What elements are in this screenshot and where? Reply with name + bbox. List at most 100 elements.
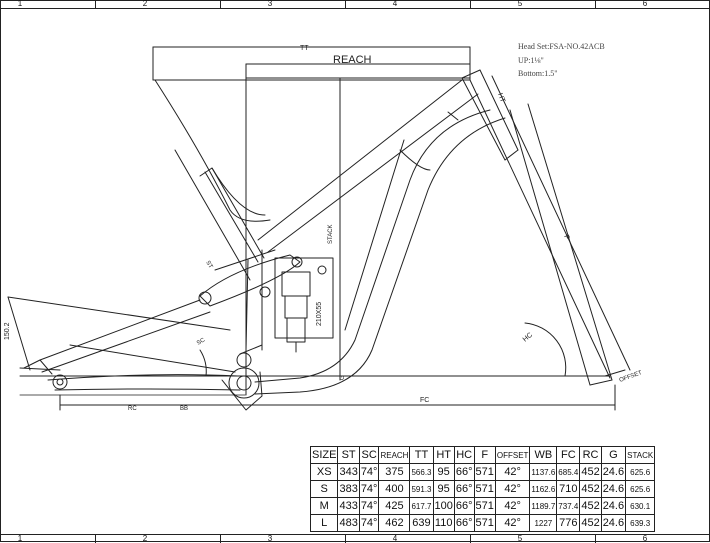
reach-dimension: [245, 63, 471, 396]
table-cell: 452: [579, 514, 602, 532]
f-label: F: [562, 234, 570, 241]
table-cell: 66°: [453, 463, 475, 481]
zone-label: 1: [17, 0, 23, 8]
table-cell: 571: [473, 480, 496, 498]
ruler-tick: [345, 0, 346, 8]
table-row: XS 343 74° 375 566.3 95 66° 571 42° 1137…: [309, 463, 656, 481]
table-cell: 625.6: [625, 480, 656, 498]
bottom-bracket: [221, 344, 263, 411]
rear-shock: [274, 256, 334, 353]
head-angle-arc: [524, 322, 567, 377]
table-cell: M: [309, 497, 339, 515]
table-cell: 571: [473, 514, 496, 532]
zone-label: 3: [267, 534, 273, 543]
table-header: FC: [556, 446, 581, 464]
table-header: TT: [409, 446, 434, 464]
ht-label: HT: [496, 92, 506, 104]
table-cell: 42°: [494, 480, 531, 498]
zone-label: 5: [517, 534, 523, 543]
ruler-tick: [470, 535, 471, 543]
table-header: STACK: [625, 446, 656, 464]
headset-note-line: Head Set:FSA-NO.42ACB: [518, 42, 605, 51]
table-cell: 566.3: [409, 463, 434, 481]
table-cell: 571: [473, 497, 496, 515]
table-header-row: SIZE ST SC REACH TT HT HC F OFFSET WB FC…: [309, 446, 656, 464]
table-cell: 24.6: [600, 480, 627, 498]
table-cell: 483: [337, 514, 360, 532]
table-cell: 425: [378, 497, 411, 515]
rocker-link: [198, 249, 301, 307]
table-header: ST: [337, 446, 360, 464]
table-row: M 433 74° 425 617.7 100 66° 571 42° 1189…: [309, 497, 656, 515]
table-cell: 737.4: [556, 497, 581, 515]
g-label: G: [340, 375, 346, 380]
table-row: L 483 74° 462 639 110 66° 571 42° 1227 7…: [309, 514, 656, 532]
fc-label: FC: [420, 397, 429, 404]
ruler-tick: [220, 535, 221, 543]
ruler-tick: [95, 535, 96, 543]
table-cell: 24.6: [600, 514, 627, 532]
table-cell: 42°: [494, 463, 531, 481]
table-cell: 639: [409, 514, 434, 532]
zone-label: 2: [142, 534, 148, 543]
ruler-tick: [345, 535, 346, 543]
shock-size-label: 210X55: [316, 302, 323, 326]
fork: [469, 75, 631, 386]
table-cell: 95: [432, 480, 455, 498]
bb-drop-label: BB: [180, 406, 188, 412]
zone-label: 5: [517, 0, 523, 8]
table-cell: 630.1: [625, 497, 656, 515]
table-cell: S: [309, 480, 339, 498]
ruler-tick: [220, 0, 221, 8]
top-tube: [257, 79, 479, 253]
geometry-table: SIZE ST SC REACH TT HT HC F OFFSET WB FC…: [309, 446, 656, 532]
hc-label: HC: [522, 332, 534, 344]
chain-stay: [7, 296, 241, 391]
table-cell: 24.6: [600, 463, 627, 481]
table-cell: 66°: [453, 480, 475, 498]
table-header: WB: [529, 446, 558, 464]
zone-label: 1: [17, 534, 23, 543]
table-cell: 24.6: [600, 497, 627, 515]
table-cell: 710: [556, 480, 581, 498]
table-cell: 685.4: [556, 463, 581, 481]
table-cell: 74°: [358, 514, 380, 532]
table-cell: 591.3: [409, 480, 434, 498]
table-cell: 625.6: [625, 463, 656, 481]
tt-label: TT: [300, 45, 309, 52]
table-cell: 1189.7: [529, 497, 558, 515]
table-cell: 452: [579, 480, 602, 498]
down-tube: [254, 109, 506, 395]
table-header: HC: [453, 446, 475, 464]
table-header: OFFSET: [494, 446, 531, 464]
table-cell: 776: [556, 514, 581, 532]
table-cell: 400: [378, 480, 411, 498]
table-cell: XS: [309, 463, 339, 481]
sc-label: SC: [196, 337, 207, 347]
offset-marker: [604, 369, 626, 377]
table-cell: 343: [337, 463, 360, 481]
table-header: G: [600, 446, 627, 464]
table-cell: 74°: [358, 480, 380, 498]
table-cell: 462: [378, 514, 411, 532]
ruler-tick: [95, 0, 96, 8]
table-cell: 42°: [494, 497, 531, 515]
zone-label: 2: [142, 0, 148, 8]
table-cell: 452: [579, 463, 602, 481]
table-cell: L: [309, 514, 339, 532]
headset-note-line: UP:1⅛": [518, 56, 544, 65]
table-cell: 571: [473, 463, 496, 481]
table-cell: 433: [337, 497, 360, 515]
table-cell: 1137.6: [529, 463, 558, 481]
reach-label: REACH: [333, 54, 372, 66]
zone-label: 6: [642, 0, 648, 8]
table-cell: 110: [432, 514, 455, 532]
stack-label: STACK: [328, 224, 334, 244]
top-zone-ruler: 1 2 3 4 5 6: [0, 0, 710, 9]
bottom-zone-ruler: 1 2 3 4 5 6: [0, 534, 710, 543]
seat-tube: [154, 79, 271, 351]
table-cell: 100: [432, 497, 455, 515]
seat-angle-arc: [199, 349, 207, 377]
table-cell: 1227: [529, 514, 558, 532]
